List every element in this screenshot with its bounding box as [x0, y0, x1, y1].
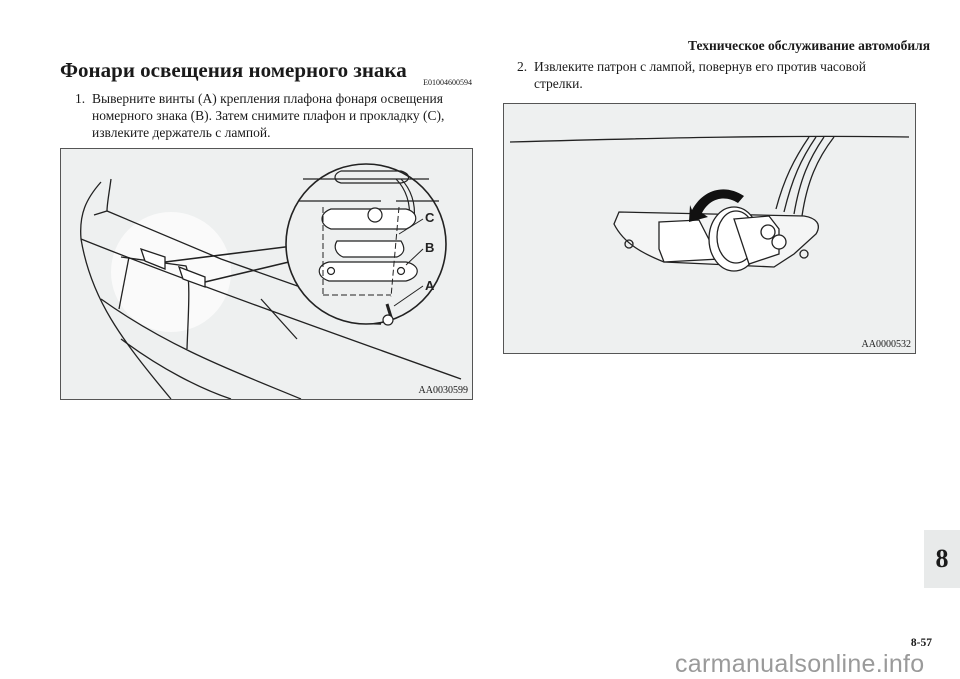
section-title: Фонари освещения номерного знака — [60, 58, 407, 82]
step-number: 2. — [517, 59, 528, 74]
watermark: carmanualsonline.info — [675, 650, 925, 678]
figure-code: AA0030599 — [418, 385, 468, 396]
step-text: Извлеките патрон с лампой, повернув его … — [534, 59, 866, 91]
step-number: 1. — [75, 91, 86, 106]
figure-license-lamp-removal: C B A AA0030599 — [60, 148, 473, 400]
callout-c: C — [425, 210, 435, 225]
step-2: 2. Извлеките патрон с лампой, повернув е… — [517, 58, 927, 98]
chapter-tab: 8 — [924, 530, 960, 588]
section-code: E01004600594 — [423, 78, 472, 87]
car-rear-illustration: C B A — [80, 163, 462, 399]
figure-socket-removal: AA0000532 — [503, 103, 916, 354]
callout-a: A — [425, 278, 435, 293]
page-number: 8-57 — [910, 637, 932, 649]
callout-b: B — [425, 240, 434, 255]
lamp-socket-illustration — [509, 135, 910, 272]
step-text: Выверните винты (A) крепления плафона фо… — [92, 91, 445, 140]
running-header: Техническое обслуживание автомобиля — [688, 38, 930, 53]
figure-code: AA0000532 — [861, 339, 911, 350]
step-1: 1. Выверните винты (A) крепления плафона… — [75, 90, 475, 150]
